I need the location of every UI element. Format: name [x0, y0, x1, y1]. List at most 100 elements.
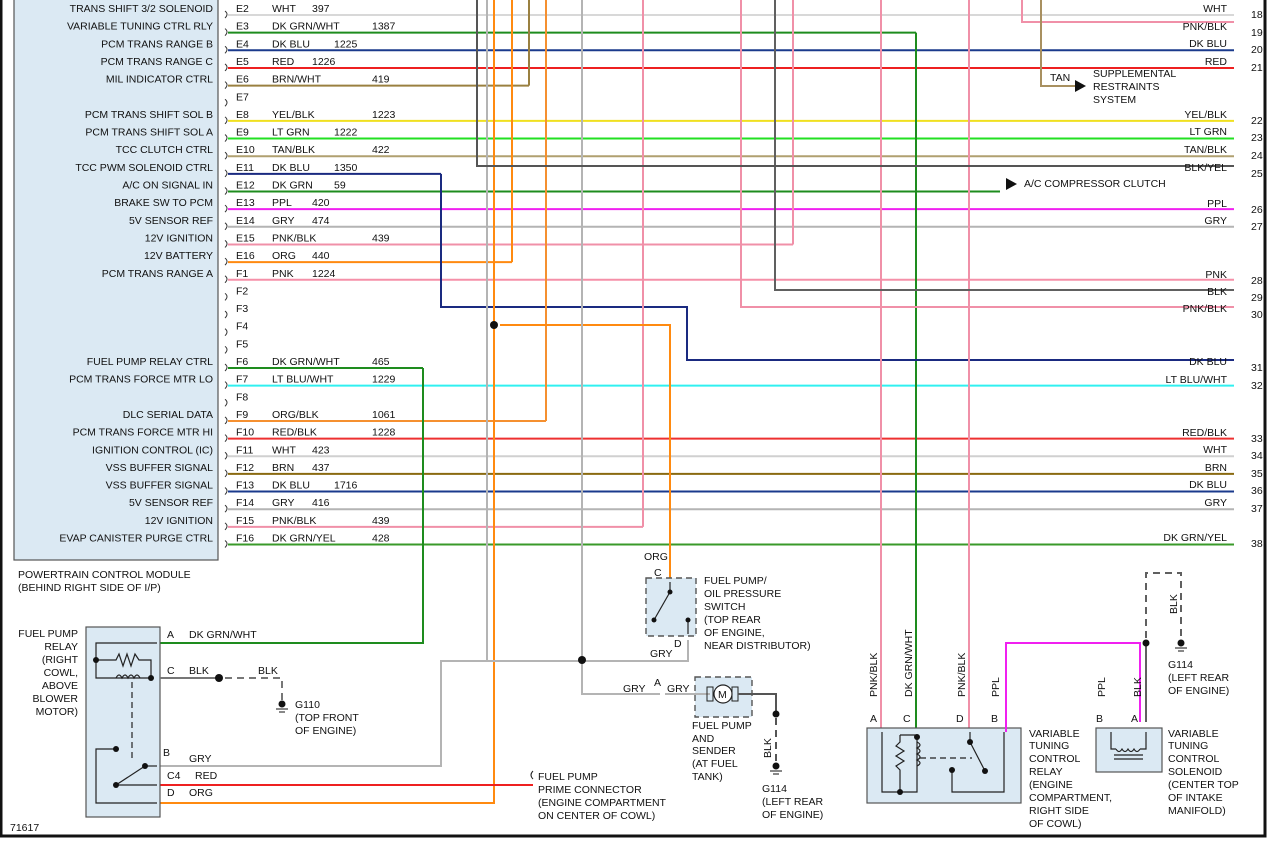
fps-label-2: AND — [692, 733, 715, 745]
variable-tuning-control-solenoid[interactable]: BLK PPL BLK B A G114 (LEFT REAR OF ENGIN… — [1005, 572, 1239, 817]
wire-blk-29[interactable] — [774, 0, 1234, 291]
g114a-id: G114 — [762, 783, 787, 795]
pcm-pin-wire-color: WHT — [272, 444, 296, 456]
fuel-pump-oil-pressure-switch[interactable]: ORG C D GRY FUEL PUMP/ OIL PRESSURE SWIT… — [644, 551, 811, 660]
wire-blkyel-25[interactable] — [476, 0, 1234, 167]
pcm-pin-circuit: 419 — [372, 74, 390, 86]
connector-icon — [224, 416, 228, 425]
pcm-pin-row[interactable]: F2 — [224, 285, 248, 301]
pcm-pin-wire-color: TAN/BLK — [272, 144, 315, 156]
fps-wire-in: GRY — [623, 683, 646, 695]
pcm-pin-wire-color: WHT — [272, 3, 296, 15]
ground-g110[interactable]: G110 (TOP FRONT OF ENGINE) — [160, 674, 359, 737]
pcm-pin-circuit: 439 — [372, 232, 390, 244]
srs-reference[interactable]: TAN SUPPLEMENTAL RESTRAINTS SYSTEM — [1040, 0, 1176, 106]
fpr-pin-a: A — [167, 629, 174, 641]
connector-icon — [224, 434, 228, 442]
pcm-pin-row[interactable]: F3 — [224, 303, 248, 319]
wire-e11-route[interactable] — [440, 173, 1234, 361]
wire-gry-relay-b[interactable] — [160, 640, 689, 767]
connector-icon — [224, 487, 228, 495]
vts-pin-b: B — [1096, 713, 1103, 725]
pcm-pin-circuit: 416 — [312, 497, 330, 509]
wire-org-to-ops[interactable] — [500, 324, 671, 578]
pcm-pin-circuit: 1224 — [312, 268, 336, 280]
pcm-pin-circuit: 474 — [312, 215, 330, 227]
variable-tuning-control-relay[interactable]: A C D B PNK/BLK DK GRN/WHT PNK/BLK PPL V… — [866, 629, 1112, 830]
pcm-pin-row[interactable]: F8 — [224, 391, 248, 407]
wire-gry-vertical[interactable] — [581, 0, 660, 695]
pcm-pin-function: TCC CLUTCH CTRL — [116, 144, 214, 156]
fuel-pump-relay[interactable]: FUEL PUMP RELAY (RIGHT COWL, ABOVE BLOWE… — [18, 626, 278, 818]
fuel-pump-sender[interactable]: M BLK GRY A GRY FUEL PUMP AND SENDER (AT… — [623, 676, 823, 821]
reference-number: 18 — [1251, 9, 1263, 21]
pcm-pin-row[interactable]: F4 — [224, 321, 248, 337]
fuel-pump-prime-connector[interactable]: FUEL PUMP PRIME CONNECTOR (ENGINE COMPAR… — [530, 770, 667, 822]
pcm-pin-function: FUEL PUMP RELAY CTRL — [87, 356, 213, 368]
wire-pnkblk-30[interactable] — [740, 0, 1234, 308]
ppl-wire — [1005, 642, 1141, 732]
pcm-pin-row[interactable]: F5 — [224, 338, 248, 354]
pcm-module-box[interactable] — [13, 0, 219, 561]
wire-org-relay-d[interactable] — [160, 0, 495, 804]
wire-f6-to-relay[interactable] — [160, 368, 424, 644]
reference-number: 35 — [1251, 468, 1263, 480]
reference-number: 37 — [1251, 503, 1263, 515]
fpr-label-5: ABOVE — [42, 680, 78, 692]
ac-compressor-reference[interactable]: A/C COMPRESSOR CLUTCH — [1006, 178, 1166, 190]
reference-number: 26 — [1251, 204, 1263, 216]
pcm-pin-wire-color: DK GRN/WHT — [272, 356, 340, 368]
wire-pnkblk-19[interactable] — [1021, 0, 1234, 23]
connector-icon — [224, 451, 228, 460]
vts-label-1: VARIABLE — [1168, 728, 1219, 740]
pcm-pin-row[interactable]: E7 — [224, 91, 249, 107]
ops-label-2: OIL PRESSURE — [704, 588, 781, 600]
